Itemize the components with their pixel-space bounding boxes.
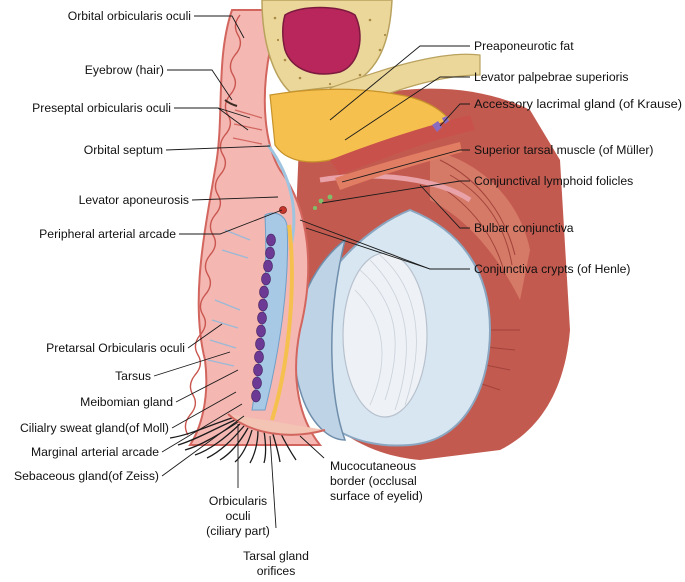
eyebrow-hair [224,99,238,107]
leader-accessory-lacrimal [439,103,470,127]
label-zeiss: Sebaceous gland(of Zeiss) [14,469,159,483]
label-preaponeurotic-fat: Preaponeurotic fat [474,39,574,53]
label-orbital-orbicularis: Orbital orbicularis oculi [68,9,191,23]
leader-bulbar-conjunctiva [419,184,470,229]
label-peripheral-arcade: Peripheral arterial arcade [39,227,176,241]
label-accessory-lacrimal: Accessory lacrimal gland (of Krause) [474,97,682,111]
leader-moll [171,391,237,429]
leader-orbital-septum [165,145,271,151]
meibomian-gland [251,233,276,403]
label-levator-palpebrae: Levator palpebrae superioris [474,70,628,84]
leader-meibomian [175,369,239,403]
leader-tarsus [153,351,231,377]
leader-levator-aponeurosis [191,196,279,201]
label-meibomian: Meibomian gland [80,395,173,409]
peripheral-arterial-arcade [279,206,287,214]
label-tarsus: Tarsus [115,369,151,383]
muller-muscle [335,142,462,190]
leader-levator-palpebrae [344,76,470,141]
label-eyebrow: Eyebrow (hair) [85,63,164,77]
label-orbital-septum: Orbital septum [84,143,163,157]
palpebral-conjunctiva [270,224,294,421]
leader-mucocutaneous [299,435,325,459]
frontal-sinus [282,6,361,75]
label-tarsal-orifices-1: Tarsal gland [243,549,309,563]
label-pretarsal: Pretarsal Orbicularis oculi [46,341,185,355]
leader-zeiss [161,415,245,477]
labels-left: Orbital orbicularis oculi Eyebrow (hair)… [14,9,191,483]
label-lymphoid: Conjunctival lymphoid folicles [474,174,633,188]
leader-tarsal-orifices [269,435,277,529]
labels-right: Preaponeurotic fat Levator palpebrae sup… [474,39,682,276]
leader-peripheral-arcade [179,209,283,235]
lymphoid-follicles [313,194,333,210]
leader-pretarsal [187,323,223,349]
label-muller: Superior tarsal muscle (of Müller) [474,143,653,157]
leader-lymphoid [321,180,470,204]
preaponeurotic-fat [269,88,456,163]
label-preseptal: Preseptal orbicularis oculi [32,101,171,115]
leader-preseptal-2 [217,107,249,131]
lens-fibers [354,254,417,411]
leader-muller [341,149,470,183]
label-mucocutaneous-1: Mucocutaneous [330,459,416,473]
label-mucocutaneous-2: border (occlusal [330,474,417,488]
label-moll: Cilialry sweat gland(of Moll) [20,421,169,435]
muscle-striations [437,159,520,391]
label-orbicularis-ciliary-1: Orbicularis [209,494,267,508]
leader-preaponeurotic-fat [329,45,470,121]
label-bulbar-conjunctiva: Bulbar conjunctiva [474,221,574,235]
accessory-lacrimal-gland [432,116,449,132]
leader-orbital-orbicularis [194,15,245,39]
label-tarsal-orifices-2: orifices [257,564,296,578]
anatomy-illustration [169,0,570,464]
labels-bottom: Orbicularis oculi (ciliary part) Tarsal … [206,459,423,578]
bone-texture [273,16,387,86]
dermis-edge [184,14,242,436]
pretarsal-orbicularis-fibers [207,229,251,367]
leader-lines [153,15,470,529]
leader-eyebrow [167,69,233,101]
preseptal-orbicularis-fibers [232,109,263,145]
extraocular-muscle [430,150,530,300]
label-marginal-arcade: Marginal arterial arcade [31,445,159,459]
leader-marginal-arcade [161,403,243,453]
leader-henle-2 [305,227,431,270]
label-orbicularis-ciliary-2: oculi [225,509,250,523]
label-levator-aponeurosis: Levator aponeurosis [79,193,189,207]
label-orbicularis-ciliary-3: (ciliary part) [206,524,270,538]
lid-margin [227,413,326,436]
label-mucocutaneous-3: surface of eyelid) [330,489,423,503]
label-henle: Conjunctiva crypts (of Henle) [474,262,630,276]
orbital-septum-line [266,144,296,251]
lens [342,252,428,418]
